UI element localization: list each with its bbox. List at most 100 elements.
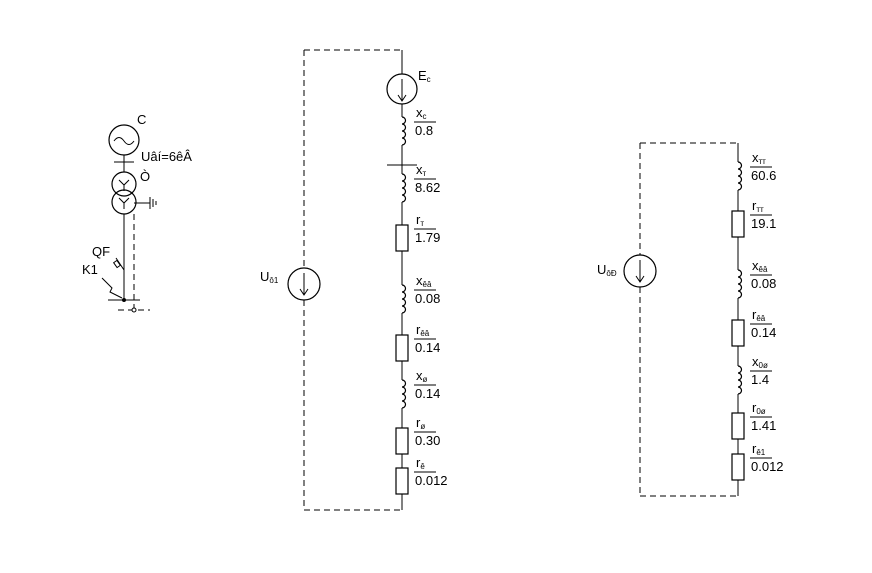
element-value: 0.012 xyxy=(415,473,448,488)
fault-label: K1 xyxy=(82,262,98,277)
resistor-symbol xyxy=(395,334,409,362)
circuit-1-elements: xc0.8xт8.62rт1.79xêâ0.08rêâ0.14xø0.14rø0… xyxy=(387,104,448,510)
element-value: 1.4 xyxy=(751,372,769,387)
breaker-label: QF xyxy=(92,244,110,259)
generator-symbol xyxy=(108,124,140,156)
arrow-down-icon xyxy=(635,275,645,283)
element-subscript: тт xyxy=(756,205,764,214)
resistor-symbol xyxy=(395,224,409,252)
element-label: r0ø xyxy=(752,400,766,416)
element-subscript: тт xyxy=(759,157,767,166)
element-subscript: êâ xyxy=(759,265,768,274)
inductor-symbol xyxy=(401,173,407,203)
inductor-symbol xyxy=(737,365,743,395)
arrow-down-icon xyxy=(397,94,407,102)
element-label: rê xyxy=(416,455,425,471)
resistor-symbol xyxy=(731,319,745,347)
element-name: r xyxy=(752,441,757,456)
star-icon xyxy=(118,179,130,191)
element-value: 0.14 xyxy=(415,386,440,401)
inductor-symbol xyxy=(401,284,407,314)
element-value: 8.62 xyxy=(415,180,440,195)
element-subscript: ê1 xyxy=(756,448,765,457)
element-subscript: ê xyxy=(420,462,425,471)
element-value: 0.012 xyxy=(751,459,784,474)
resistor-symbol xyxy=(731,453,745,481)
element-subscript: êâ xyxy=(756,314,765,323)
element-label: rтт xyxy=(752,198,764,214)
transformer-label: Ò xyxy=(140,169,150,184)
element-label: rêâ xyxy=(752,307,766,323)
element-value: 0.14 xyxy=(751,325,776,340)
resistor-symbol xyxy=(731,210,745,238)
element-name: r xyxy=(752,400,757,415)
element-value: 0.14 xyxy=(415,340,440,355)
element-label: rê1 xyxy=(752,441,766,457)
element-value: 0.30 xyxy=(415,433,440,448)
equivalent-circuit-2: UôÐ xтт60.6rтт19.1xêâ0.08rêâ0.14x0ø1.4r0… xyxy=(597,142,784,497)
element-subscript: ø xyxy=(420,422,425,431)
resistor-symbol xyxy=(731,412,745,440)
element-name: r xyxy=(416,415,421,430)
element-subscript: т xyxy=(420,219,424,228)
one-line-diagram: C Uâí=6êÂ Ò QF K1 xyxy=(82,112,192,313)
voltage-label: Uâí=6êÂ xyxy=(141,149,192,164)
element-label: x0ø xyxy=(752,354,768,370)
equivalent-circuit-1: Uô1 Ec xc0.8xт8.62rт1.79xêâ0.08rêâ0.14xø… xyxy=(260,49,448,511)
source-label: UôÐ xyxy=(597,262,617,278)
element-label: xc xyxy=(416,105,427,121)
element-subscript: êâ xyxy=(420,329,429,338)
element-value: 60.6 xyxy=(751,168,776,183)
element-label: xø xyxy=(416,368,428,384)
sine-wave-icon xyxy=(113,137,135,145)
element-subscript: 0ø xyxy=(759,361,768,370)
element-name: x xyxy=(416,368,423,383)
element-value: 0.08 xyxy=(415,291,440,306)
resistor-symbol xyxy=(395,427,409,455)
element-label: rø xyxy=(416,415,425,431)
circuit-2-elements: xтт60.6rтт19.1xêâ0.08rêâ0.14x0ø1.4r0ø1.4… xyxy=(731,143,784,496)
voltage-source-1 xyxy=(287,267,321,301)
element-value: 0.8 xyxy=(415,123,433,138)
element-label: xêâ xyxy=(416,273,432,289)
inductor-symbol xyxy=(737,269,743,299)
element-name: x xyxy=(416,105,423,120)
element-subscript: êâ xyxy=(423,280,432,289)
element-value: 1.79 xyxy=(415,230,440,245)
element-label: xêâ xyxy=(752,258,768,274)
inductor-symbol xyxy=(737,161,743,191)
element-value: 1.41 xyxy=(751,418,776,433)
element-name: x xyxy=(752,258,759,273)
element-name: r xyxy=(416,455,421,470)
element-subscript: 0ø xyxy=(756,407,765,416)
element-name: x xyxy=(752,150,759,165)
element-label: xт xyxy=(416,162,427,178)
element-label: rêâ xyxy=(416,322,430,338)
element-subscript: ø xyxy=(423,375,428,384)
star-icon xyxy=(118,197,130,209)
element-name: r xyxy=(752,307,757,322)
fault-arrow-icon xyxy=(101,277,123,299)
element-subscript: т xyxy=(423,169,427,178)
source-label: C xyxy=(137,112,146,127)
transformer-primary xyxy=(111,171,137,197)
resistor-symbol xyxy=(395,467,409,495)
emf-label: Ec xyxy=(418,68,431,84)
voltage-source-2 xyxy=(623,254,657,288)
inductor-symbol xyxy=(401,116,407,146)
element-value: 0.08 xyxy=(751,276,776,291)
element-subscript: c xyxy=(423,112,427,121)
element-name: r xyxy=(416,322,421,337)
inductor-symbol xyxy=(401,379,407,409)
element-label: rт xyxy=(416,212,424,228)
element-name: x xyxy=(416,273,423,288)
element-name: x xyxy=(416,162,423,177)
transformer-secondary xyxy=(111,189,137,215)
arrow-down-icon xyxy=(299,288,309,296)
element-name: r xyxy=(752,198,757,213)
element-label: xтт xyxy=(752,150,766,166)
source-label: Uô1 xyxy=(260,269,279,285)
element-name: r xyxy=(416,212,421,227)
element-name: x xyxy=(752,354,759,369)
